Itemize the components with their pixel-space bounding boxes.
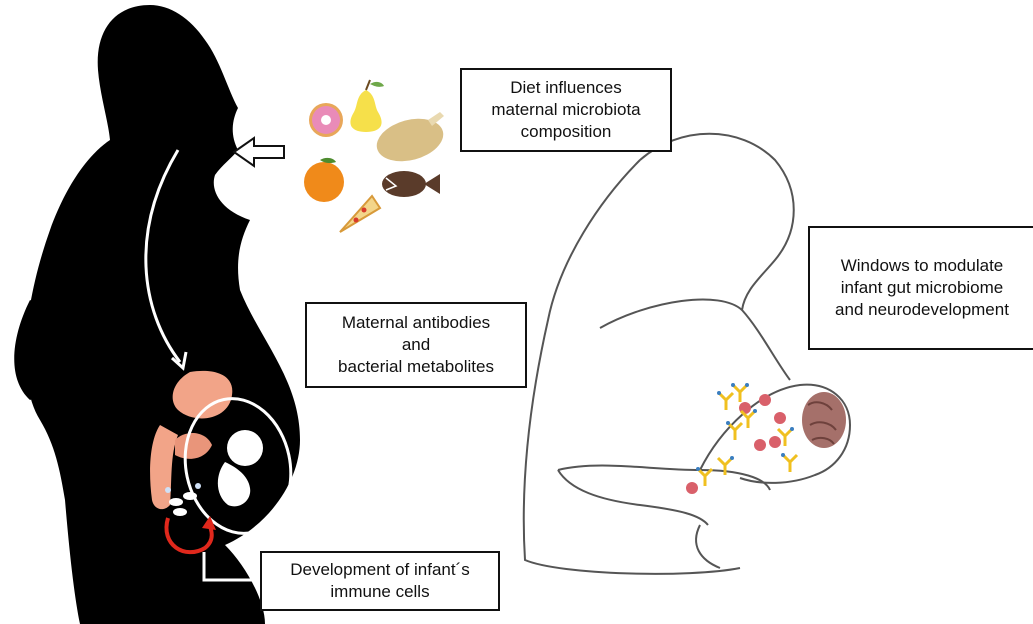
immune-label-line-2: immune cells	[330, 581, 429, 603]
donut-icon	[309, 103, 343, 137]
orange-icon	[304, 158, 344, 202]
mouth-pointer-arrow	[234, 138, 284, 166]
immune-label-line-1: Development of infant´s	[290, 559, 470, 581]
windows-label-line-1: Windows to modulate	[841, 255, 1004, 277]
antibodies-label-line-3: bacterial metabolites	[338, 356, 494, 378]
antibodies-label-box: Maternal antibodies and bacterial metabo…	[305, 302, 527, 388]
mother-holding-baby-outline	[524, 134, 850, 574]
infant-brain-icon	[802, 392, 846, 448]
immune-label-box: Development of infant´s immune cells	[260, 551, 500, 611]
antibodies-label-line-2: and	[402, 334, 430, 356]
diet-label-line-1: Diet influences	[510, 77, 622, 99]
diet-label-line-2: maternal microbiota	[491, 99, 640, 121]
roast-chicken-icon	[372, 112, 448, 168]
antibodies-label-line-1: Maternal antibodies	[342, 312, 490, 334]
diet-label-line-3: composition	[521, 121, 612, 143]
pear-icon	[350, 80, 384, 132]
anglerfish-icon	[382, 171, 440, 197]
windows-label-line-3: and neurodevelopment	[835, 299, 1009, 321]
metabolite-dots	[686, 394, 786, 494]
windows-label-line-2: infant gut microbiome	[841, 277, 1004, 299]
windows-label-box: Windows to modulate infant gut microbiom…	[808, 226, 1033, 350]
antibody-icons	[696, 383, 797, 486]
diet-label-box: Diet influences maternal microbiota comp…	[460, 68, 672, 152]
pizza-slice-icon	[340, 196, 380, 232]
